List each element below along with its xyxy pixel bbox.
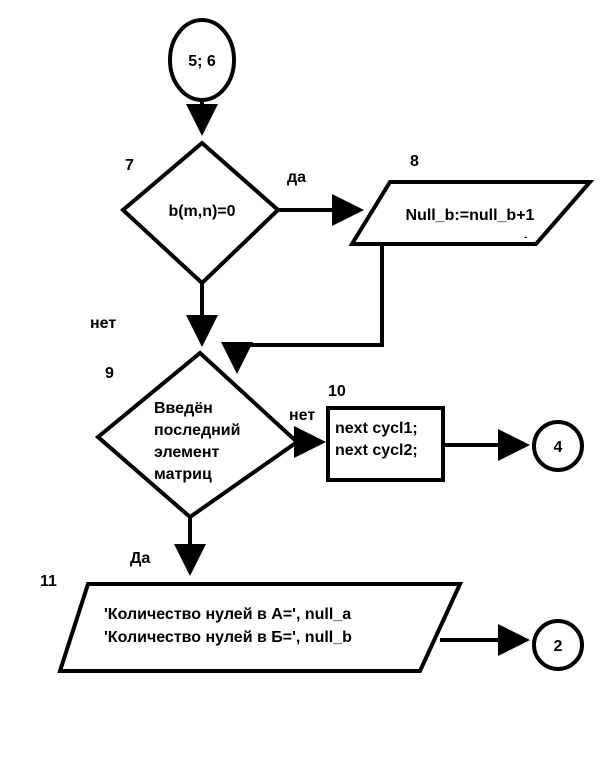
- process-10: next cycl1; next cycl2;: [326, 406, 445, 482]
- output-11-line: 'Количество нулей в А=', null_a: [104, 606, 351, 623]
- decision-9-line: последний: [154, 422, 240, 439]
- label-no-9: нет: [289, 407, 315, 424]
- process-8-mark: -: [524, 232, 527, 243]
- connector-2: 2: [532, 619, 584, 671]
- process-8: Null_b:=null_b+1 -: [348, 180, 595, 246]
- output-11-line: 'Количество нулей в Б=', null_b: [104, 629, 352, 646]
- decision-9-line: Введён: [154, 400, 213, 417]
- block-9-number: 9: [105, 365, 114, 382]
- decision-9-line: элемент: [154, 444, 219, 461]
- process-10-line: next cycl1;: [335, 420, 418, 437]
- connector-4-label: 4: [554, 439, 563, 456]
- label-yes-9: Да: [130, 550, 150, 567]
- process-10-line: next cycl2;: [335, 442, 418, 459]
- decision-9-line: матриц: [154, 466, 212, 483]
- block-8-number: 8: [410, 153, 419, 170]
- block-11-number: 11: [40, 573, 57, 590]
- output-11: 'Количество нулей в А=', null_a 'Количес…: [57, 582, 464, 673]
- block-10-number: 10: [328, 383, 346, 400]
- block-7-number: 7: [125, 157, 134, 174]
- label-yes-7: да: [287, 169, 306, 186]
- connector-4: 4: [532, 420, 584, 472]
- process-8-text: Null_b:=null_b+1: [406, 207, 535, 224]
- decision-7-condition: b(m,n)=0: [168, 203, 235, 220]
- decision-7: b(m,n)=0: [119, 140, 281, 286]
- label-no-7: нет: [90, 315, 116, 332]
- connector-2-label: 2: [554, 638, 563, 655]
- decision-9: Введён последний элемент матриц: [94, 350, 301, 520]
- arrow-8-to-9: [221, 244, 384, 374]
- connector-start-label: 5; 6: [188, 53, 216, 70]
- connector-start: 5; 6: [168, 18, 236, 102]
